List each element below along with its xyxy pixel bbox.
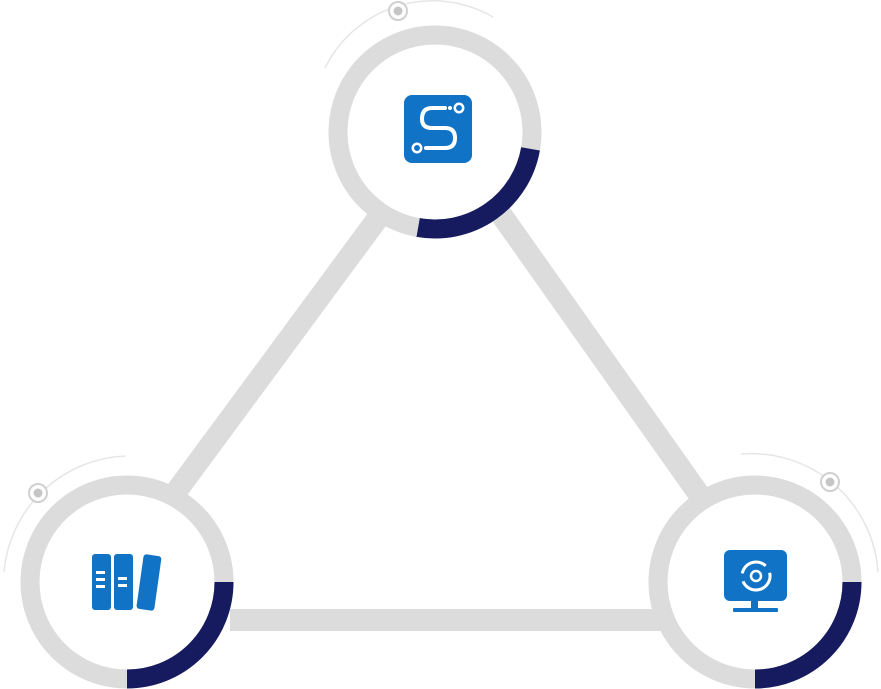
webcam-monitor-icon[interactable]: [724, 550, 787, 612]
connectors: [161, 196, 712, 631]
progress-arc-top: [416, 146, 540, 239]
progress-arc-bottom-left: [126, 581, 234, 689]
orbit-dot-top: [388, 1, 408, 21]
node-progress-arcs: [126, 146, 862, 689]
connector-top-left: [161, 211, 387, 507]
orbit-dot-left: [28, 483, 48, 503]
orbit-dot-right: [820, 472, 840, 492]
connector-top-right: [484, 196, 712, 507]
orbits: [3, 0, 879, 573]
library-books-icon[interactable]: [92, 554, 162, 611]
route-icon[interactable]: [404, 95, 472, 163]
progress-arc-bottom-right: [754, 581, 862, 689]
